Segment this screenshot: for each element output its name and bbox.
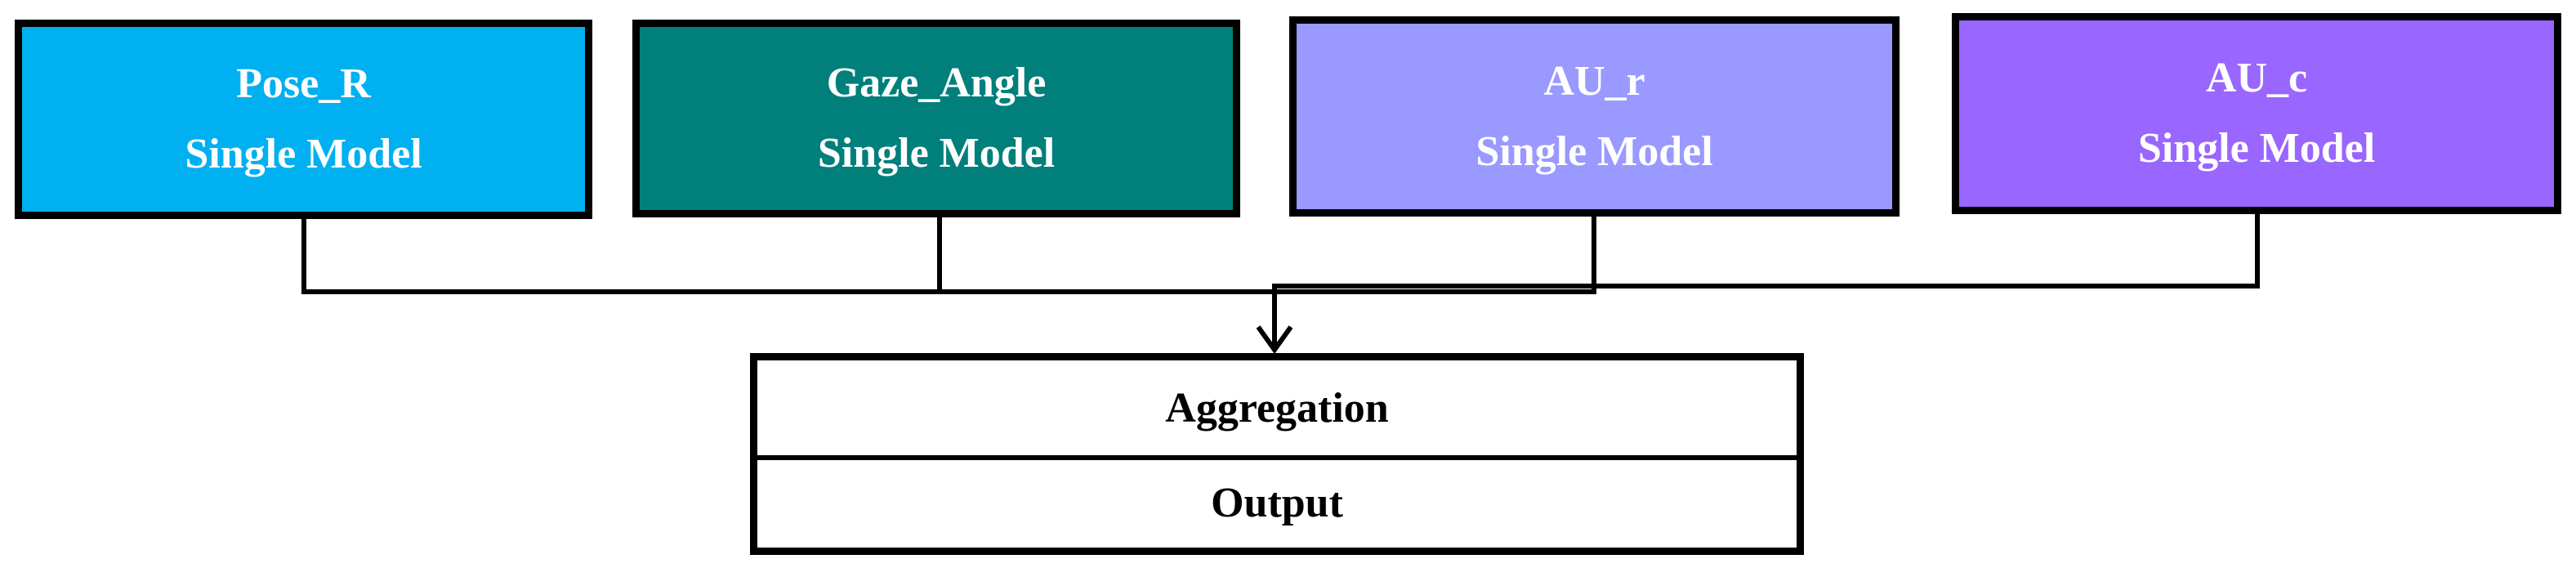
model-box-gaze-angle: Gaze_Angle Single Model xyxy=(632,20,1240,217)
model-name: AU_c xyxy=(2205,55,2308,101)
model-name: AU_r xyxy=(1543,57,1645,105)
aggregation-label: Aggregation xyxy=(1165,384,1389,432)
model-subtitle: Single Model xyxy=(185,131,422,177)
arrow-head xyxy=(1256,325,1293,355)
model-subtitle: Single Model xyxy=(2137,125,2376,172)
model-box-au-c: AU_c Single Model xyxy=(1952,13,2561,214)
output-label: Output xyxy=(1211,480,1343,526)
aggregation-divider xyxy=(757,455,1797,460)
model-box-au-r: AU_r Single Model xyxy=(1289,16,1900,217)
model-name: Pose_R xyxy=(236,60,371,107)
model-subtitle: Single Model xyxy=(1476,127,1713,175)
model-subtitle: Single Model xyxy=(817,130,1056,177)
model-name: Gaze_Angle xyxy=(826,60,1047,106)
model-box-pose-r: Pose_R Single Model xyxy=(15,20,592,219)
aggregation-output-box: Aggregation Output xyxy=(750,353,1804,555)
